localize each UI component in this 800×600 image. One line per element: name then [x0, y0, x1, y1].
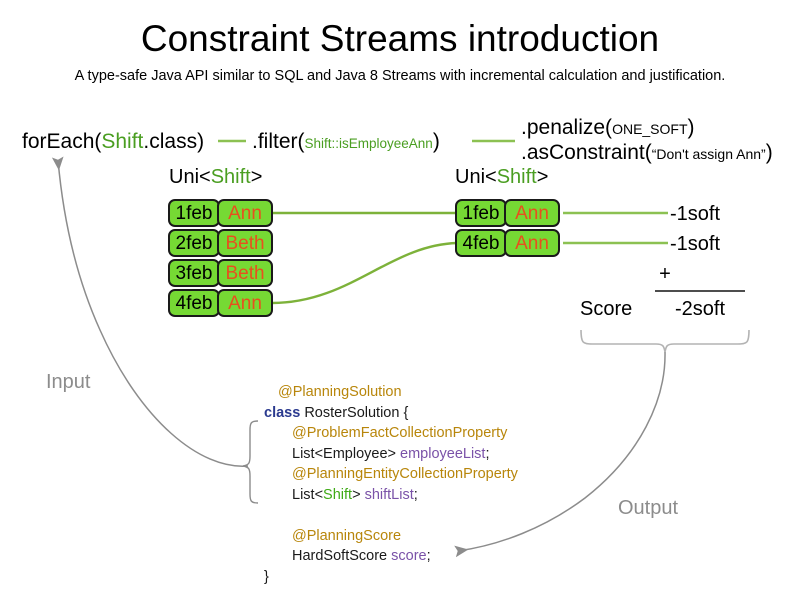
uni-type-right: Shift [496, 166, 537, 188]
code-token: shiftList [364, 486, 414, 503]
code-token: @PlanningEntityCollectionProperty [292, 466, 518, 482]
penalty-value-2: -1soft [670, 233, 721, 255]
code-token: HardSoftScore [292, 548, 392, 564]
shift-employee: Beth [217, 259, 273, 287]
uni-prefix-left: Uni< [169, 166, 211, 188]
filtered-tuple-row[interactable]: 4feb Ann [455, 229, 560, 257]
uni-prefix-right: Uni< [455, 166, 497, 188]
code-token: ; [413, 486, 418, 503]
pipeline-step-filter: .filter(Shift::isEmployeeAnn) [252, 130, 440, 154]
code-token: Shift [323, 486, 353, 503]
shift-employee: Ann [504, 199, 560, 227]
filtered-tuple-row[interactable]: 1feb Ann [455, 199, 560, 227]
uni-suffix-left: > [250, 166, 263, 188]
as-constraint-suffix: ) [765, 141, 773, 164]
sum-operator: + [659, 263, 671, 285]
code-token: @ProblemFactCollectionProperty [292, 425, 508, 441]
code-line [264, 505, 518, 526]
stream-label-input: Uni<Shift> [169, 166, 262, 189]
shift-employee: Ann [217, 199, 273, 227]
input-arrow [51, 156, 249, 467]
filter-arg: Shift::isEmployeeAnn [304, 136, 433, 151]
output-label: Output [618, 497, 679, 519]
foreach-type-arg: Shift [101, 130, 144, 153]
flow-line-4feb [271, 241, 458, 305]
penalty-value-1: -1soft [670, 203, 721, 225]
as-constraint-arg: “Don't assign Ann” [651, 146, 766, 162]
input-tuple-row[interactable]: 3feb Beth [168, 259, 273, 287]
pipeline-step-foreach: forEach(Shift.class) [22, 130, 204, 154]
code-line: List<Employee> employeeList; [264, 444, 518, 465]
code-token: ; [485, 445, 490, 462]
code-token: List<Employee> [292, 445, 401, 462]
code-line: class RosterSolution { [264, 403, 518, 424]
code-token: class [264, 404, 305, 421]
code-token: @PlanningScore [292, 527, 402, 544]
filter-suffix: ) [432, 130, 440, 153]
shift-date: 3feb [168, 259, 220, 287]
foreach-suffix: .class) [143, 130, 205, 153]
pipeline-step-penalize: .penalize(ONE_SOFT) [521, 116, 695, 140]
shift-employee: Ann [217, 289, 273, 317]
code-token: employeeList [400, 445, 486, 462]
code-line: @PlanningSolution [264, 382, 518, 403]
foreach-prefix: forEach( [22, 130, 102, 153]
penalize-suffix: ) [687, 116, 695, 139]
score-brace [580, 329, 750, 353]
code-line: @PlanningEntityCollectionProperty [264, 464, 518, 485]
code-token: ; [426, 548, 431, 564]
page-subtitle: A type-safe Java API similar to SQL and … [74, 68, 726, 84]
uni-suffix-right: > [536, 166, 549, 188]
code-token: List< [292, 486, 324, 503]
input-tuple-row[interactable]: 2feb Beth [168, 229, 273, 257]
page-title: Constraint Streams introduction [140, 18, 660, 59]
fields-brace [242, 420, 259, 504]
as-constraint-prefix: .asConstraint( [521, 141, 652, 164]
code-token: RosterSolution { [304, 404, 409, 421]
shift-date: 2feb [168, 229, 220, 257]
shift-date: 4feb [455, 229, 507, 257]
stream-label-filtered: Uni<Shift> [455, 166, 548, 189]
output-arrow [454, 351, 666, 558]
uni-type-left: Shift [210, 166, 251, 188]
code-token: > [352, 486, 365, 503]
code-token: @PlanningSolution [278, 384, 402, 400]
score-label: Score [580, 298, 633, 320]
filter-prefix: .filter( [252, 130, 305, 153]
input-tuple-row[interactable]: 4feb Ann [168, 289, 273, 317]
code-token: } [264, 568, 269, 585]
code-token: score [391, 548, 427, 564]
sum-rule [655, 290, 745, 292]
input-label: Input [46, 371, 91, 393]
shift-employee: Beth [217, 229, 273, 257]
code-line: HardSoftScore score; [264, 546, 518, 567]
pipeline-step-as-constraint: .asConstraint(“Don't assign Ann”) [521, 141, 773, 165]
code-line: List<Shift> shiftList; [264, 485, 518, 506]
input-tuple-row[interactable]: 1feb Ann [168, 199, 273, 227]
code-line: @PlanningScore [264, 526, 518, 547]
penalize-arg: ONE_SOFT [612, 121, 688, 137]
penalize-prefix: .penalize( [521, 116, 613, 139]
shift-date: 1feb [455, 199, 507, 227]
code-line: @ProblemFactCollectionProperty [264, 423, 518, 444]
shift-employee: Ann [504, 229, 560, 257]
shift-date: 4feb [168, 289, 220, 317]
code-line: } [264, 567, 518, 588]
shift-date: 1feb [168, 199, 220, 227]
score-total: -2soft [674, 298, 726, 320]
